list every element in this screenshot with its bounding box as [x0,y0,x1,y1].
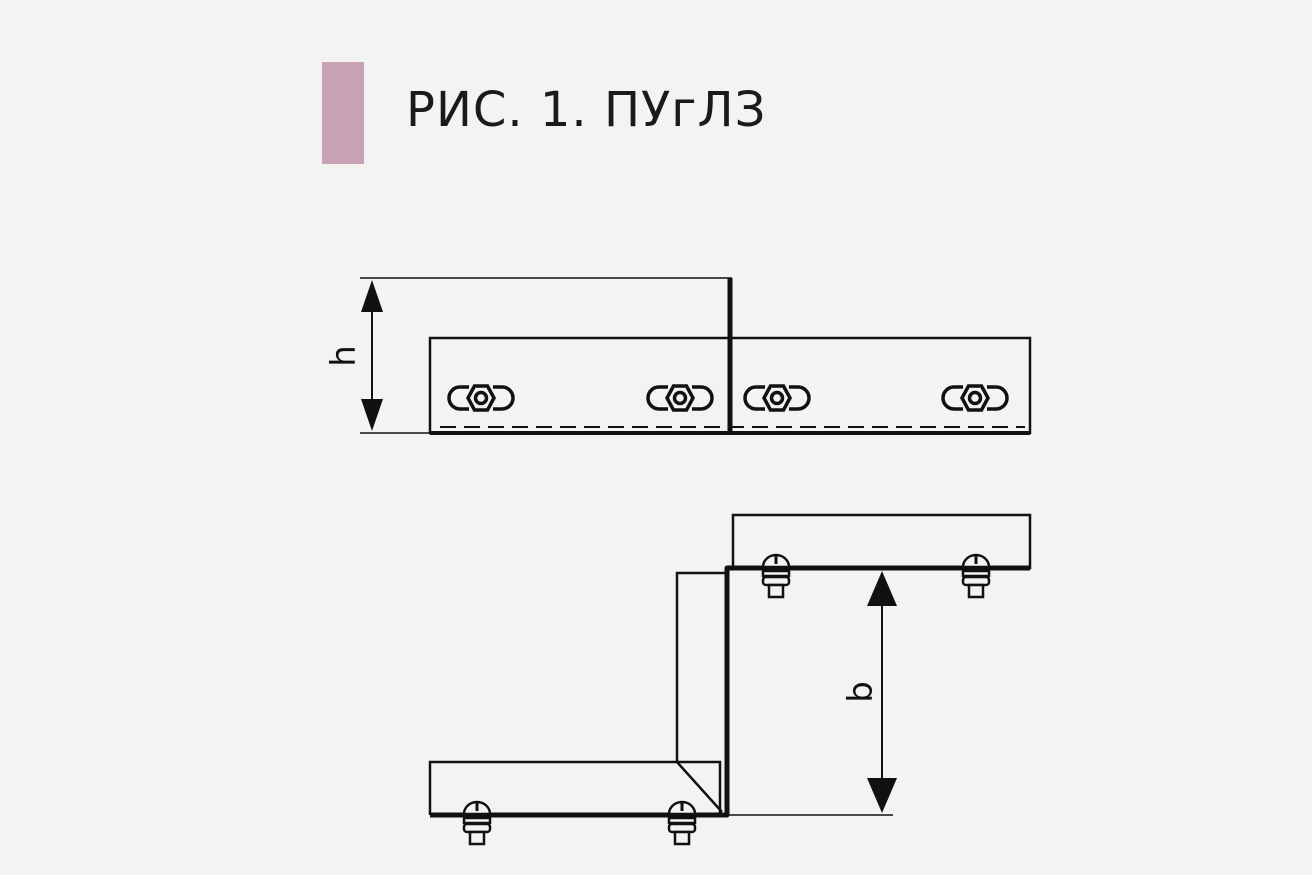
title-accent-bar [322,62,364,164]
wing-nut-icon [447,384,515,412]
screw-icon [667,800,697,846]
wing-nut-icon [941,384,1009,412]
screw-icon [961,553,991,599]
dimension-label-h: h [324,345,364,367]
arrow-down-icon [867,778,897,813]
screw-icon [462,800,492,846]
screw-icon [761,553,791,599]
partition-outline [675,571,727,762]
top-view: h [324,277,1032,435]
lower-tray-panel [428,760,722,815]
dimension-label-b: b [841,681,881,703]
figure-title: РИС. 1. ПУгЛЗ [406,82,767,138]
arrow-up-icon [361,280,383,312]
partition-plate-section [430,565,1030,818]
bottom-view: b [428,513,1032,846]
arrow-up-icon [867,571,897,606]
arrow-down-icon [361,399,383,431]
wing-nut-icon [646,384,714,412]
wing-nut-icon [743,384,811,412]
